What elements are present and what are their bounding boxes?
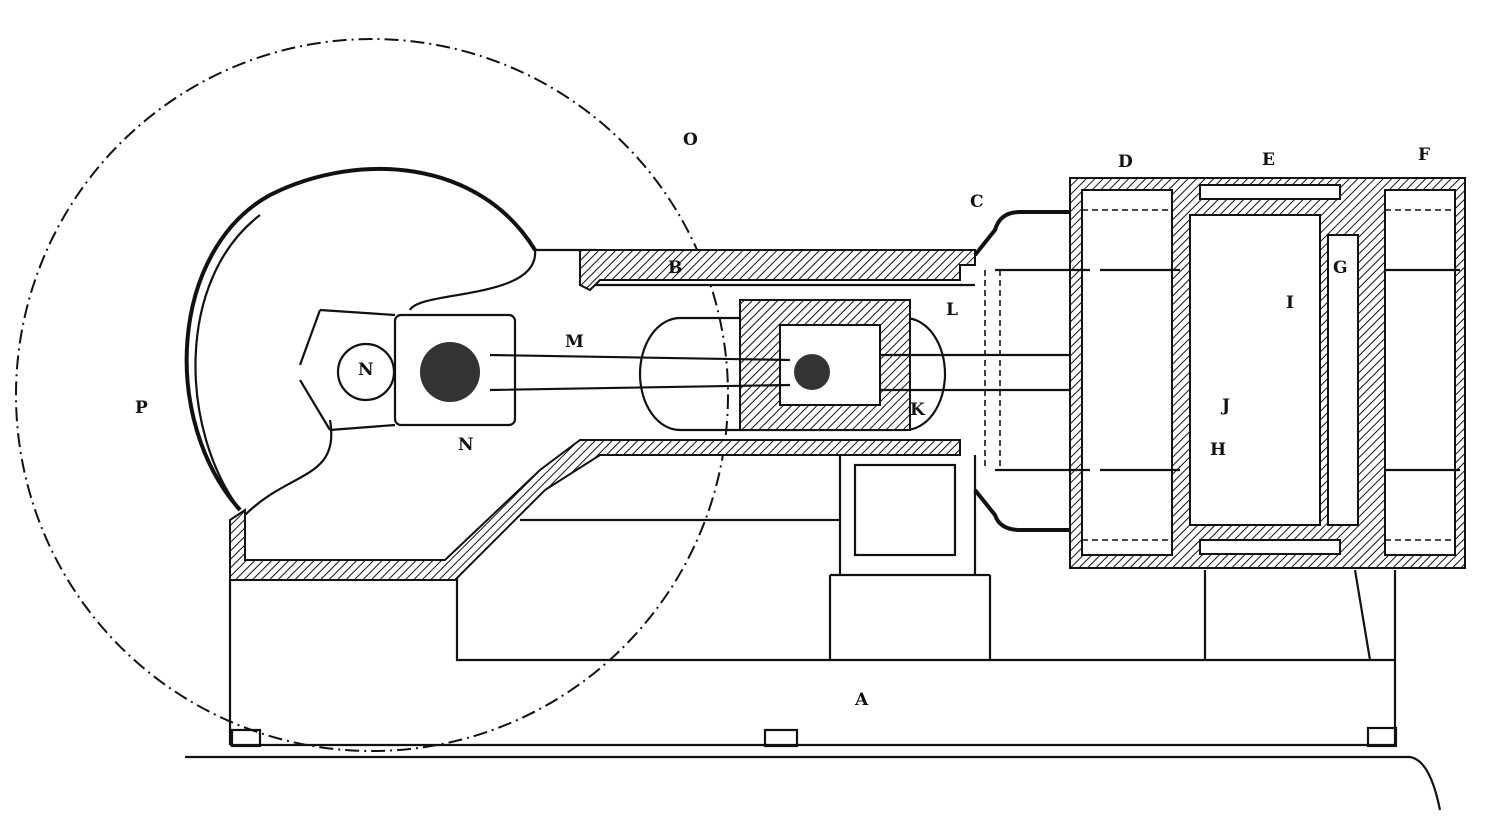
label-a: A [855,690,869,710]
label-j: J [1222,396,1231,416]
flywheel-circle [15,38,729,752]
connecting-rod [489,353,791,392]
label-b: B [668,258,683,278]
base-plate [185,755,1442,811]
label-l: L [946,300,958,320]
label-g: G [1333,258,1348,278]
label-p: P [135,398,148,418]
label-f: F [1418,145,1431,165]
label-d: D [1118,152,1133,172]
cylinder [1069,177,1466,569]
label-i: I [1286,293,1294,313]
label-k: K [910,400,925,420]
label-o: O [683,130,698,150]
label-e: E [1262,150,1275,170]
crank-housing [184,166,537,512]
base-bolts [230,726,1398,748]
label-c: C [970,192,984,212]
label-n-crank: N [458,435,474,455]
label-m: M [565,332,584,352]
label-h: H [1210,440,1227,460]
label-n-pin: N [358,360,374,380]
